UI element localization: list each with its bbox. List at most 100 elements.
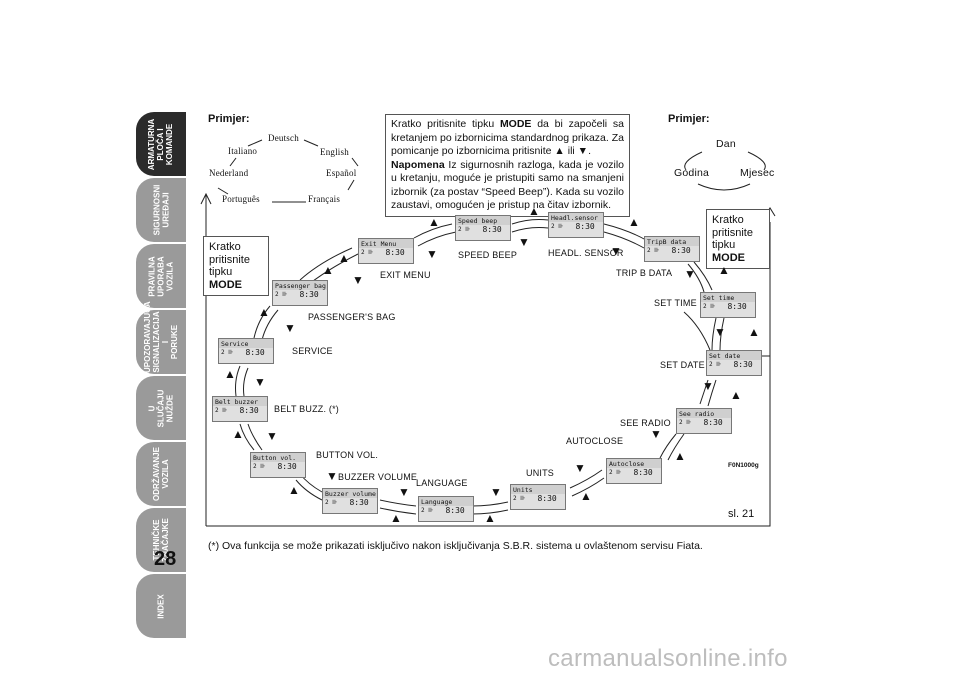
menu-label-speed-beep: SPEED BEEP: [458, 250, 518, 260]
up-arrow-icon: ▲: [224, 367, 236, 381]
up-arrow-icon: ▲: [428, 215, 440, 229]
down-arrow-icon: ▼: [326, 469, 338, 483]
down-arrow-icon: ▼: [610, 244, 622, 258]
flow-connector: [299, 247, 353, 281]
menu-label-set-time: SET TIME: [654, 298, 697, 308]
menu-label-tripb-data: TRIP B DATA: [616, 268, 673, 278]
press-mode-callout-right: Kratko pritisnite tipku MODE: [706, 209, 770, 269]
up-arrow-icon: ▲: [674, 449, 686, 463]
flow-connector: [379, 499, 417, 507]
language-option: Français: [308, 194, 341, 204]
tab-index[interactable]: INDEX: [136, 574, 186, 638]
down-arrow-icon: ▼: [426, 247, 438, 261]
flow-connector: [379, 507, 417, 515]
frame-line: [206, 256, 771, 527]
press-mode-callout-left: Kratko pritisnite tipku MODE: [203, 236, 269, 296]
down-arrow-icon: ▼: [714, 325, 726, 339]
up-arrow-icon: ▲: [730, 388, 742, 402]
down-arrow-icon: ▼: [574, 461, 586, 475]
up-arrow-icon: ▲: [718, 263, 730, 277]
date-arc-line: [697, 183, 751, 191]
lang-arc-line: [351, 157, 359, 167]
up-arrow-icon: ▲: [528, 204, 540, 218]
up-arrow-icon: ▲: [748, 325, 760, 339]
tab-instrument-panel[interactable]: ARMATURNA PLOČA I KOMANDE: [136, 112, 186, 176]
flow-connector: [247, 423, 263, 451]
flow-connector: [471, 509, 509, 515]
flow-connector: [471, 501, 509, 507]
flow-connector: [413, 223, 453, 239]
flow-connector: [569, 469, 603, 489]
flow-connector: [243, 367, 249, 397]
up-arrow-icon: ▲: [338, 251, 350, 265]
up-arrow-icon: ▲: [258, 305, 270, 319]
up-arrow-icon: ▲: [288, 483, 300, 497]
tab-safety-devices[interactable]: SIGURNOSNI UREĐAJI: [136, 178, 186, 242]
flow-connector: [659, 433, 677, 459]
up-arrow-icon: ▲: [232, 427, 244, 441]
menu-label-belt-buzz: BELT BUZZ. (*): [274, 404, 339, 414]
down-arrow-icon: ▼: [650, 427, 662, 441]
flow-connector: [687, 263, 705, 293]
page-number: 28: [154, 548, 177, 570]
menu-label-autoclose: AUTOCLOSE: [566, 436, 624, 446]
menu-label-exit-menu: EXIT MENU: [380, 270, 431, 280]
flow-connector: [683, 311, 711, 351]
flow-connector: [719, 317, 725, 351]
language-option: English: [320, 147, 349, 157]
up-arrow-icon: ▲: [628, 215, 640, 229]
flow-connector: [253, 305, 271, 339]
language-option: Deutsch: [268, 133, 299, 143]
tab-correct-use[interactable]: PRAVILNA UPORABA VOZILA: [136, 244, 186, 308]
down-arrow-icon: ▼: [284, 321, 296, 335]
date-arc-line: [747, 151, 766, 171]
up-arrow-icon: ▲: [554, 145, 565, 157]
left-frame-arrowhead: [200, 192, 212, 205]
up-arrow-icon: ▲: [322, 263, 334, 277]
down-arrow-icon: ▼: [490, 485, 502, 499]
lang-arc-line: [229, 157, 237, 167]
lang-arc-line: [347, 179, 355, 191]
down-arrow-icon: ▼: [702, 379, 714, 393]
tab-emergency[interactable]: U SLUČAJU NUŽDE: [136, 376, 186, 440]
footnote: (*) Ova funkcija se može prikazati isklj…: [208, 540, 703, 552]
menu-label-passenger-bag: PASSENGER'S BAG: [308, 312, 396, 322]
up-arrow-icon: ▲: [484, 511, 496, 525]
flow-connector: [295, 479, 323, 501]
date-option: Godina: [674, 167, 710, 179]
tab-technical-specs[interactable]: TEHNIČKE ZNAČAJKE: [136, 508, 186, 572]
down-arrow-icon: ▼: [684, 267, 696, 281]
menu-label-language: LANGUAGE: [416, 478, 468, 488]
up-arrow-icon: ▲: [580, 489, 592, 503]
menu-label-buzzer-volume: BUZZER VOLUME: [338, 472, 418, 482]
figure-reference: sl. 21: [728, 508, 755, 520]
flow-connector: [239, 423, 255, 451]
flow-connector: [693, 261, 713, 291]
flow-connector: [603, 231, 645, 249]
menu-label-set-date: SET DATE: [660, 360, 705, 370]
down-arrow-icon: ▼: [352, 273, 364, 287]
lang-arc-line: [217, 187, 229, 195]
down-arrow-icon: ▼: [398, 485, 410, 499]
tab-warning-lights[interactable]: UPOZORAVAJUĆA SIGNALIZACIJA I PORUKE: [136, 301, 186, 374]
date-option: Dan: [716, 138, 736, 150]
lang-arc-line: [247, 139, 263, 147]
instructions-box: Kratko pritisnite tipku MODE da bi započ…: [385, 114, 630, 217]
tab-maintenance[interactable]: ODRŽAVANJE VOZILA: [136, 442, 186, 506]
language-option: Español: [326, 168, 357, 178]
flow-connector: [711, 317, 717, 351]
flow-connector: [603, 223, 647, 241]
menu-label-see-radio: SEE RADIO: [620, 418, 671, 428]
date-option: Mjesec: [740, 167, 775, 179]
